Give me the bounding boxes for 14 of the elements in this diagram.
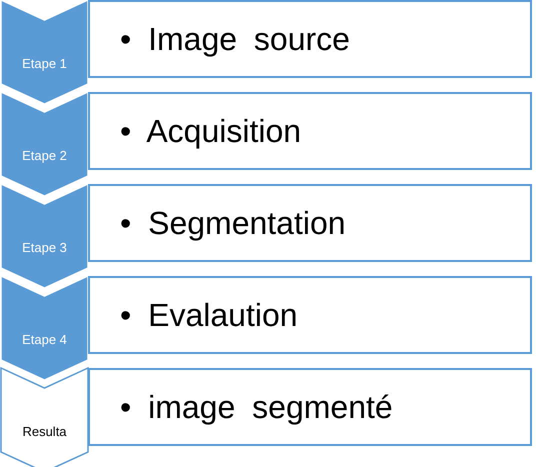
- step-label: Etape 2: [21, 148, 68, 163]
- bullet-text: • image segmenté: [120, 388, 393, 426]
- bullet-text: • Segmentation: [120, 204, 346, 242]
- step-text-box: [88, 0, 532, 78]
- step-label: Etape 3: [21, 240, 68, 255]
- step-text-box: [88, 184, 532, 262]
- step-label: Etape 4: [21, 332, 68, 347]
- bullet-text: • Acquisition: [120, 112, 302, 150]
- bullet-text: • Evalaution: [120, 296, 298, 334]
- step-text-box: [88, 92, 532, 170]
- step-label: Resulta: [21, 424, 68, 439]
- step-text-box: [88, 276, 532, 354]
- step-label: Etape 1: [21, 56, 68, 71]
- bullet-text: • Image source: [120, 20, 350, 58]
